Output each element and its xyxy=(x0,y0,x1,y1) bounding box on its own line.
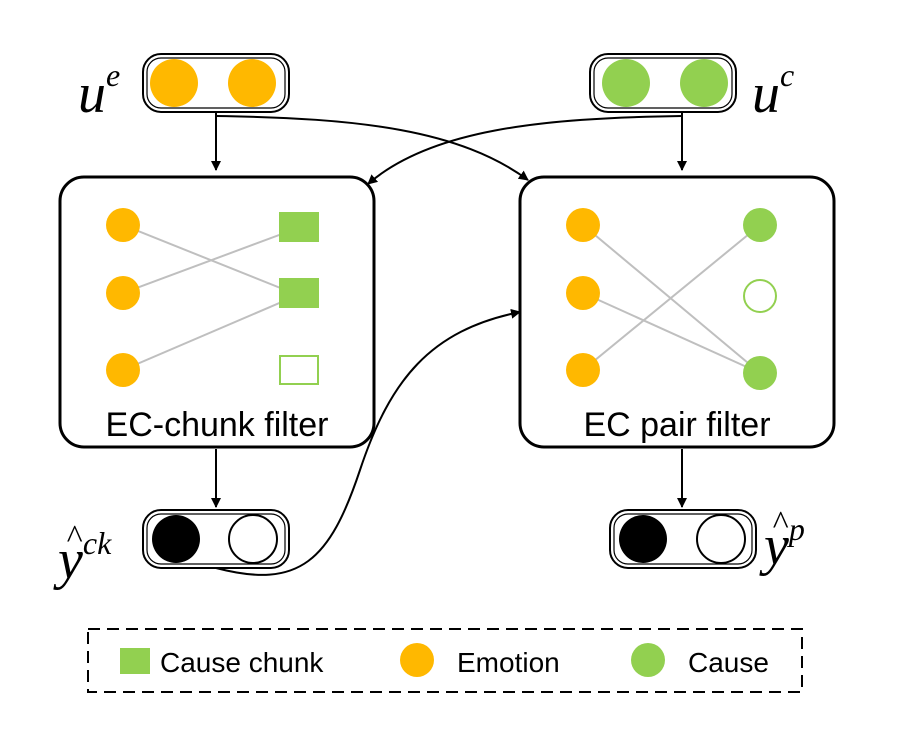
cause-input-container-inner xyxy=(593,57,733,109)
green-circle-icon xyxy=(631,643,665,677)
arrow-chunk-output-to-pair-filter xyxy=(215,308,521,576)
chunk-output-group: yck ^ xyxy=(53,509,290,591)
cause-input-node-2 xyxy=(680,59,728,107)
green-square-icon xyxy=(120,648,150,674)
legend-label-cause: Cause xyxy=(688,647,769,678)
orange-circle-icon xyxy=(400,643,434,677)
chunk-output-node-filled xyxy=(152,515,200,563)
chunk-output-node-empty xyxy=(228,514,278,564)
pair-connection-2 xyxy=(582,292,761,374)
chunk-emotion-node-1 xyxy=(106,208,140,242)
chunk-emotion-node-2 xyxy=(106,276,140,310)
pair-output-node-empty xyxy=(696,514,746,564)
pair-cause-node-1 xyxy=(743,208,777,242)
pair-output-group: yp ^ xyxy=(609,505,805,577)
chunk-cause-square-2 xyxy=(279,278,319,308)
ec-chunk-filter-label: EC-chunk filter xyxy=(106,406,329,444)
pair-cause-node-empty xyxy=(743,279,777,313)
chunk-output-label: yck xyxy=(53,525,112,591)
emotion-input-label: ue xyxy=(78,57,120,125)
legend-label-emotion: Emotion xyxy=(457,647,560,678)
emotion-input-node-2 xyxy=(228,59,276,107)
arrow-cause-to-chunk xyxy=(367,115,683,185)
pair-output-container xyxy=(609,509,757,569)
ec-pair-filter: EC pair filter xyxy=(518,175,836,449)
legend-border xyxy=(87,628,803,693)
ec-pair-filter-label: EC pair filter xyxy=(583,406,770,444)
pair-output-container-inner xyxy=(613,513,753,565)
chunk-output-container-inner xyxy=(146,513,286,565)
chunk-connection-2 xyxy=(122,227,299,294)
pair-emotion-node-3 xyxy=(566,353,600,387)
emotion-input-node-1 xyxy=(150,59,198,107)
emotion-input-group: ue xyxy=(78,53,290,125)
pair-emotion-node-2 xyxy=(566,276,600,310)
pair-cause-node-2 xyxy=(743,356,777,390)
cause-input-label: uc xyxy=(752,57,794,125)
pair-connection-3 xyxy=(582,224,761,371)
chunk-output-hat: ^ xyxy=(66,519,83,556)
chunk-emotion-node-3 xyxy=(106,353,140,387)
chunk-cause-square-empty xyxy=(279,355,319,385)
cause-input-container xyxy=(589,53,737,113)
pair-output-hat: ^ xyxy=(772,505,789,542)
pair-connection-1 xyxy=(582,224,761,374)
pair-output-node-filled xyxy=(619,515,667,563)
ec-chunk-filter: EC-chunk filter xyxy=(58,175,376,449)
pair-output-label: yp xyxy=(759,511,805,577)
cause-input-group: uc xyxy=(589,53,794,125)
emotion-input-container-inner xyxy=(146,57,286,109)
chunk-output-container xyxy=(142,509,290,569)
legend: Cause chunk Emotion Cause xyxy=(87,628,803,693)
chunk-cause-square-1 xyxy=(279,212,319,242)
arrow-emotion-to-pair xyxy=(215,115,529,181)
legend-label-cause-chunk: Cause chunk xyxy=(160,647,324,678)
pair-emotion-node-1 xyxy=(566,208,600,242)
cause-input-node-1 xyxy=(602,59,650,107)
chunk-connection-3 xyxy=(122,294,299,371)
